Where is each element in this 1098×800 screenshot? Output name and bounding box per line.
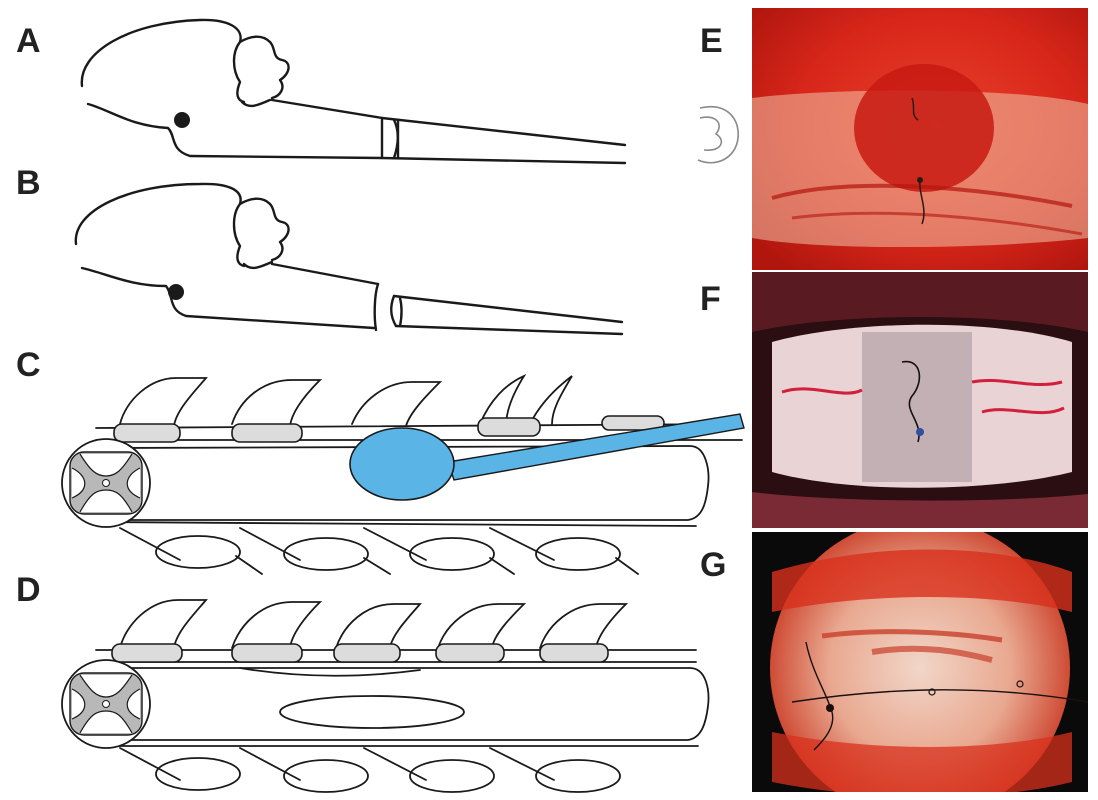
panel-label-d: D xyxy=(16,571,41,609)
panel-c-discs xyxy=(113,415,665,443)
panel-b-cns-transected xyxy=(74,182,624,336)
panel-label-e: E xyxy=(700,22,723,60)
panel-label-a: A xyxy=(16,22,41,60)
panel-label-g: G xyxy=(700,546,727,584)
panel-a-olfactory-bulb xyxy=(174,112,190,128)
panel-label-f: F xyxy=(700,280,721,318)
panel-d-cord-lesion xyxy=(95,599,710,793)
panel-c-cord-cross-section xyxy=(61,438,151,528)
panel-label-c: C xyxy=(16,346,41,384)
panel-c-balloon-catheter xyxy=(349,413,745,501)
schematic-drawings xyxy=(61,18,745,793)
spinal-cord-cross-section-icon xyxy=(697,105,739,164)
panel-f-surgical-photo xyxy=(752,272,1088,528)
panel-label-b: B xyxy=(16,164,41,202)
panel-g-surgical-photo xyxy=(752,532,1088,792)
panel-d-discs xyxy=(111,643,609,663)
panel-b-olfactory-bulb xyxy=(168,284,184,300)
panel-a-cns-intact xyxy=(80,18,627,165)
panel-d-cord-cross-section xyxy=(61,659,151,749)
panel-e-surgical-photo xyxy=(752,8,1088,270)
